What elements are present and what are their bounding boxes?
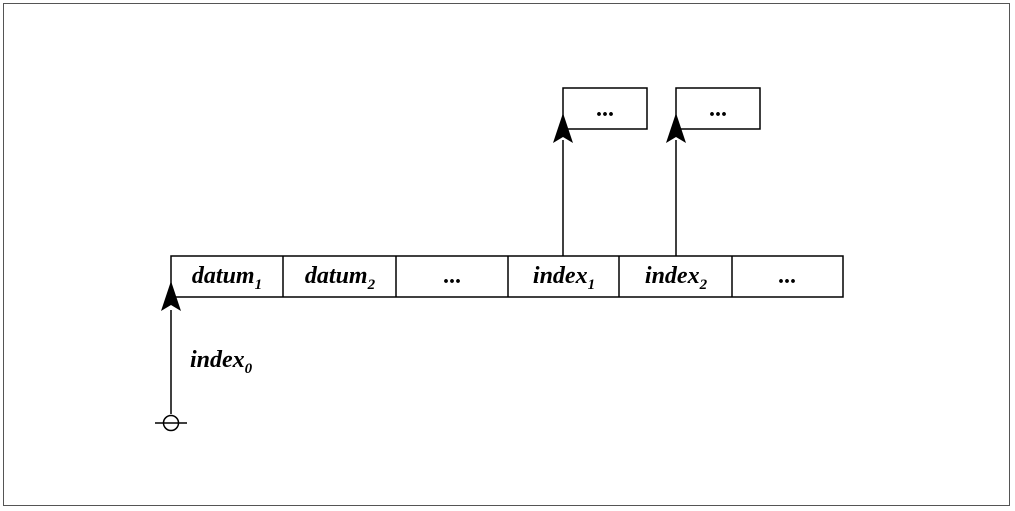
array-cell-index-1: index1 [533,263,595,293]
array-cell-index-2: index2 [645,263,708,293]
root-arrow-head [161,281,181,311]
pointer-arrow-index-1-head [553,113,573,143]
pointer-arrow-index-2-head [666,113,686,143]
array-cell-ellipsis-end: ... [778,263,796,289]
array-cell-datum-2: datum2 [305,263,376,293]
pointed-box-2-label: ... [709,96,727,122]
array-row [170,255,844,298]
diagram-frame [3,3,1010,506]
pointed-box-1-label: ... [596,96,614,122]
array-cell-datum-1: datum1 [192,263,262,293]
root-label-index-0: index0 [190,347,253,377]
array-cell-ellipsis: ... [443,263,461,289]
pointed-box-1 [562,87,648,130]
pointed-box-2 [675,87,761,130]
